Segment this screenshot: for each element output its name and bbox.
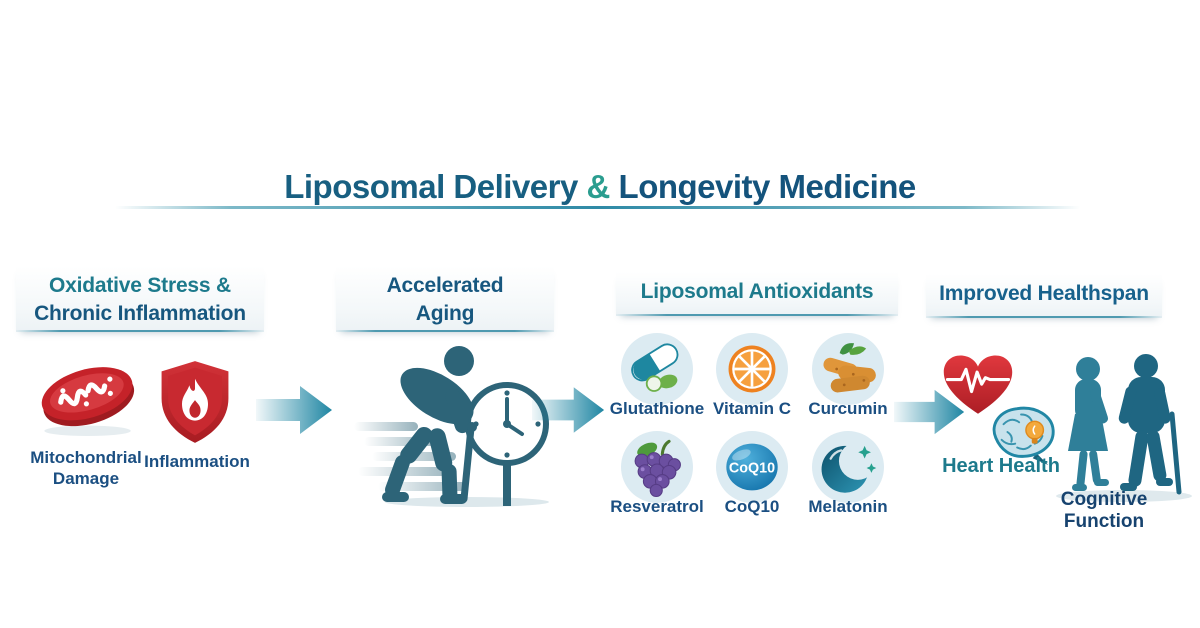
brain-icon [992,406,1055,466]
glutathione-label: Glutathione [609,399,705,418]
section-header-improved-healthspan: Improved Healthspan [926,274,1162,318]
elderly-woman-silhouette [1068,357,1109,491]
oxidative-heading-line2: Chronic Inflammation [34,301,246,325]
page-title: Liposomal Delivery & Longevity Medicine [0,168,1200,206]
cognitive-function-label: Cognitive Function [1060,489,1148,532]
coq10-chip: CoQ10 [716,431,788,503]
mitochondrial-damage-label: Mitochondrial Damage [30,448,142,488]
title-part1: Liposomal Delivery [284,168,578,206]
melatonin-chip [812,431,884,503]
coq10-badge-text: CoQ10 [729,460,775,476]
arrow-right-icon [894,389,965,435]
antioxidants-heading: Liposomal Antioxidants [640,280,874,303]
elderly-man-clock-icon [354,346,549,507]
section-header-liposomal-antioxidants: Liposomal Antioxidants [616,272,898,316]
section-header-accelerated-aging: Accelerated Aging [336,266,554,332]
melatonin-label: Melatonin [808,497,888,516]
vitamin-c-label: Vitamin C [712,399,792,418]
elderly-couple-icon [1056,354,1192,502]
elderly-man-silhouette [1118,354,1182,495]
orange-slice-icon [728,345,776,393]
oxidative-heading-line1: Oxidative Stress & [49,274,231,297]
vitamin-c-chip [716,333,788,405]
aging-heading-line2: Aging [415,301,475,325]
elderly-man-silhouette [382,346,477,504]
mitochondria-icon [41,367,135,437]
arrow-right-icon [256,386,332,434]
heart-health-label: Heart Health [942,455,1060,477]
grapes-icon [634,439,681,497]
healthspan-heading: Improved Healthspan [939,282,1149,305]
inflammation-shield-icon [161,361,229,443]
title-part2: Longevity Medicine [618,168,917,206]
coq10-label: CoQ10 [724,497,780,516]
coq10-badge-icon: CoQ10 [726,443,778,491]
resveratrol-chip [621,431,693,503]
lightbulb-icon [1025,420,1045,444]
arrow-right-icon [532,387,605,433]
title-divider [115,206,1080,209]
clock-icon [465,382,549,506]
glutathione-chip [621,333,693,405]
turmeric-icon [823,343,876,393]
capsule-icon [631,343,679,392]
sparkle-stars-icon [858,445,877,473]
resveratrol-label: Resveratrol [610,497,704,516]
crescent-moon-icon [821,442,877,493]
aging-heading-line1: Accelerated [386,274,504,297]
heart-ecg-icon [943,355,1013,414]
curcumin-chip [812,333,884,405]
curcumin-label: Curcumin [808,399,888,418]
title-ampersand: & [586,168,611,206]
section-header-oxidative-stress: Oxidative Stress & Chronic Inflammation [16,266,264,332]
inflammation-label: Inflammation [144,452,250,471]
